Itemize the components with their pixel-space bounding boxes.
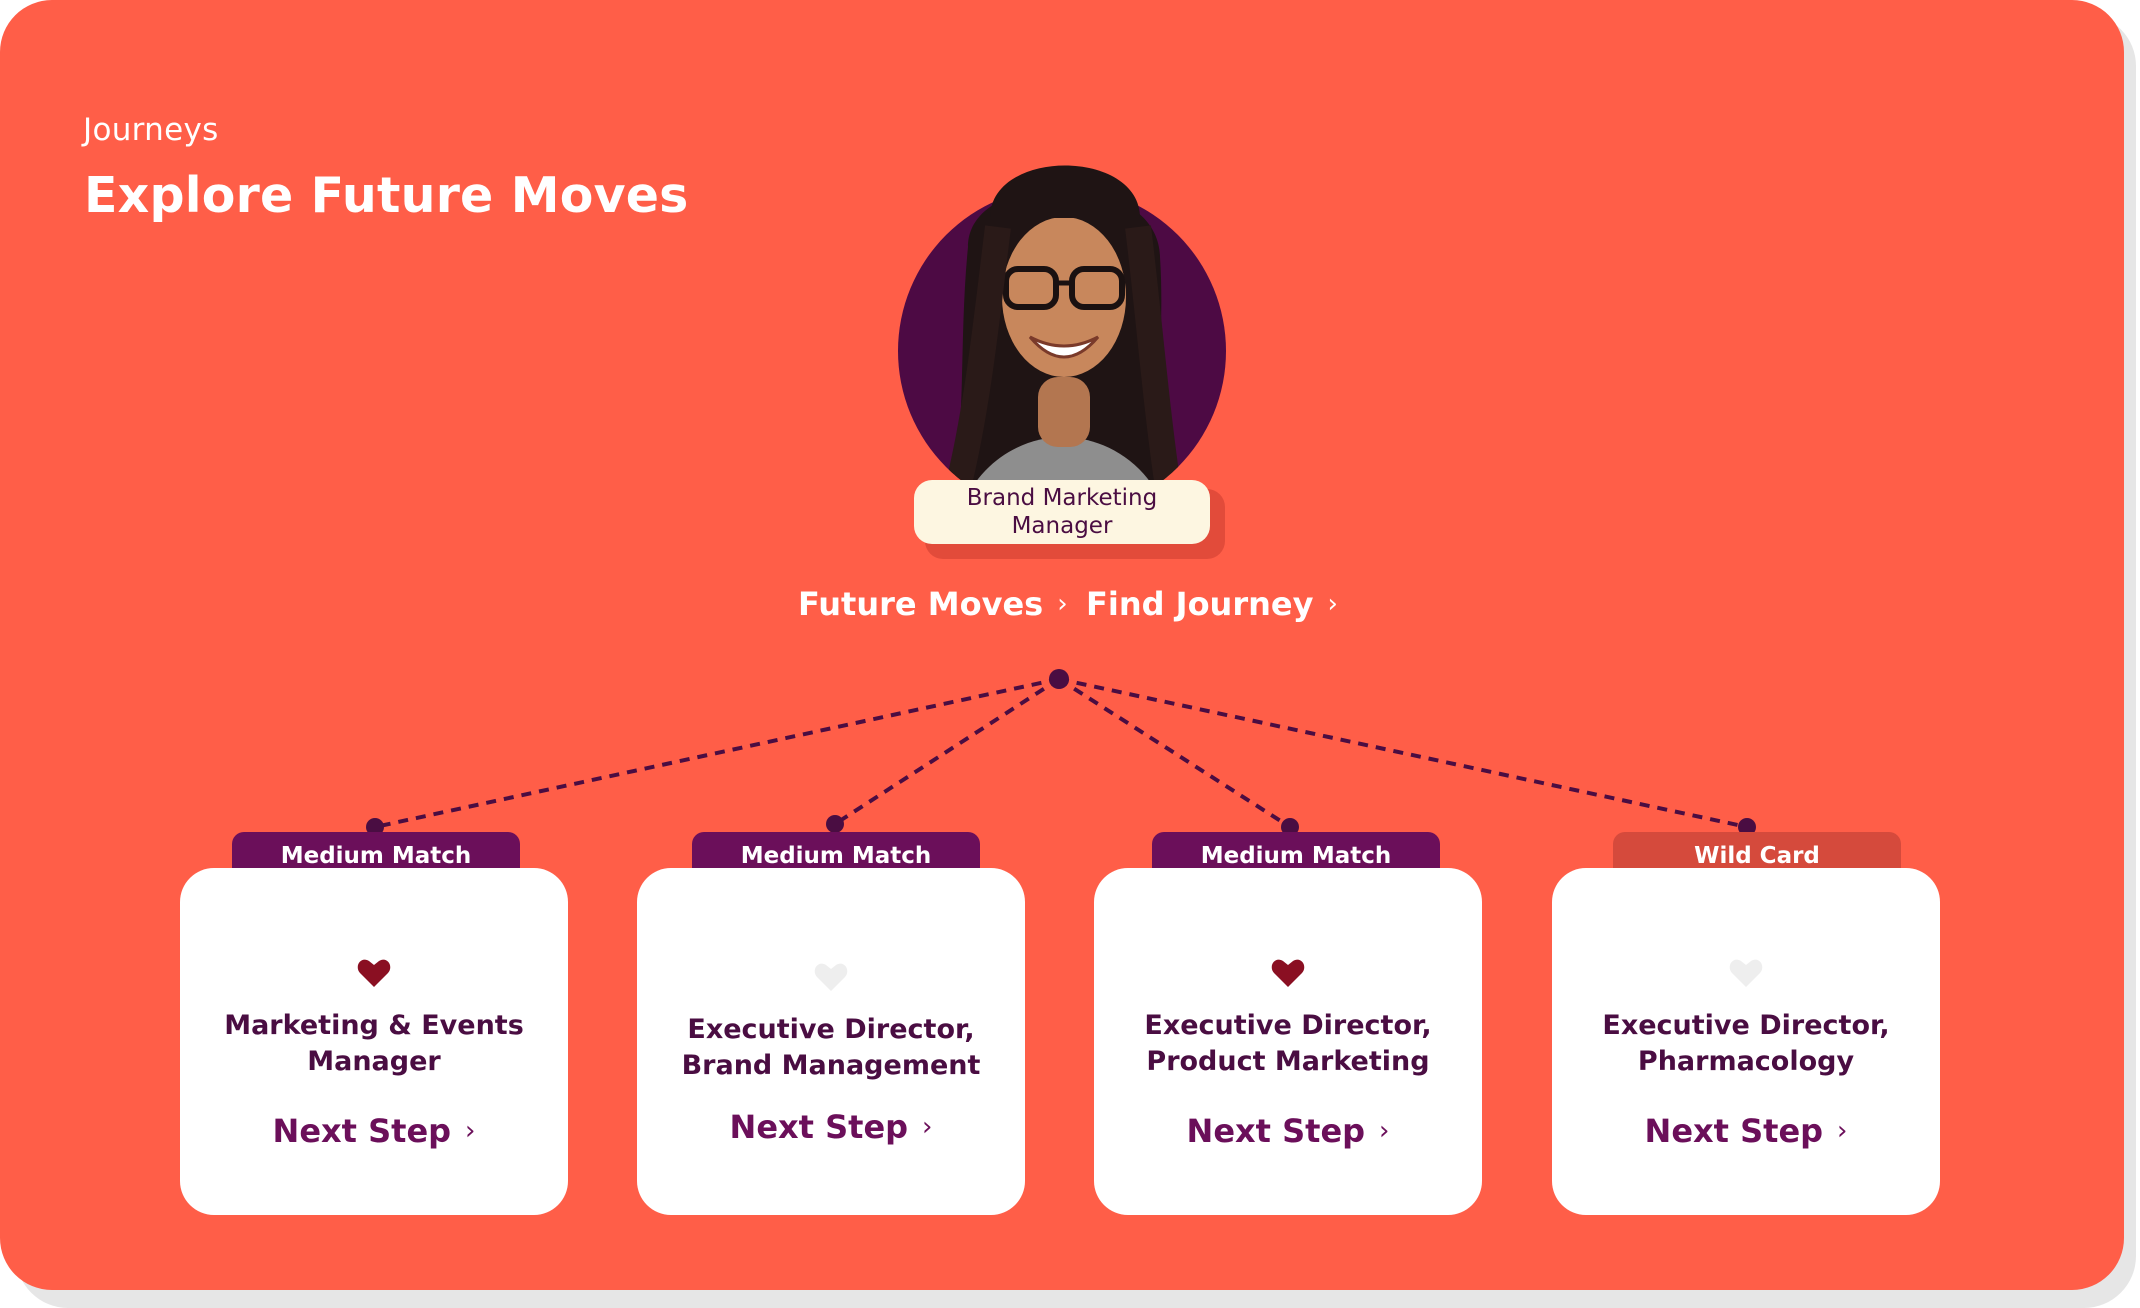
card-title: Executive Director, Pharmacology xyxy=(1552,1008,1940,1080)
card-title-line: Executive Director, xyxy=(1144,1010,1432,1041)
chevron-right-icon: › xyxy=(922,1112,933,1142)
heart-outline-icon[interactable] xyxy=(814,962,848,992)
chevron-right-icon: › xyxy=(1379,1116,1390,1146)
section-eyebrow: Journeys xyxy=(83,112,219,148)
current-role-chip: Brand Marketing Manager xyxy=(914,480,1210,544)
chevron-right-icon: › xyxy=(1057,589,1068,619)
card-title: Executive Director, Product Marketing xyxy=(1094,1008,1482,1080)
heart-outline-icon[interactable] xyxy=(1729,958,1763,988)
next-step-label: Next Step xyxy=(729,1108,909,1146)
page-title: Explore Future Moves xyxy=(84,167,689,224)
next-step-link[interactable]: Next Step › xyxy=(1094,1112,1482,1150)
career-card[interactable]: Executive Director, Pharmacology Next St… xyxy=(1552,868,1940,1215)
chevron-right-icon: › xyxy=(1327,589,1338,619)
career-card[interactable]: Marketing & Events Manager Next Step › xyxy=(180,868,568,1215)
find-journey-label: Find Journey xyxy=(1086,585,1314,623)
chevron-right-icon: › xyxy=(465,1116,476,1146)
next-step-link[interactable]: Next Step › xyxy=(637,1108,1025,1146)
career-card[interactable]: Executive Director, Product Marketing Ne… xyxy=(1094,868,1482,1215)
next-step-link[interactable]: Next Step › xyxy=(180,1112,568,1150)
card-title-line: Pharmacology xyxy=(1637,1046,1855,1077)
future-moves-link[interactable]: Future Moves › xyxy=(798,585,1068,623)
career-card[interactable]: Executive Director, Brand Management Nex… xyxy=(637,868,1025,1215)
avatar-hair-overflow-icon xyxy=(990,165,1140,218)
chevron-right-icon: › xyxy=(1837,1116,1848,1146)
avatar-portrait-icon xyxy=(945,188,1181,515)
next-step-label: Next Step xyxy=(1644,1112,1824,1150)
next-step-label: Next Step xyxy=(272,1112,452,1150)
next-step-link[interactable]: Next Step › xyxy=(1552,1112,1940,1150)
heart-icon[interactable] xyxy=(357,958,391,988)
card-title-line: Manager xyxy=(307,1046,441,1077)
card-title-line: Executive Director, xyxy=(1602,1010,1890,1041)
find-journey-link[interactable]: Find Journey › xyxy=(1086,585,1338,623)
future-moves-label: Future Moves xyxy=(798,585,1044,623)
next-step-label: Next Step xyxy=(1186,1112,1366,1150)
card-title: Marketing & Events Manager xyxy=(180,1008,568,1080)
card-title-line: Product Marketing xyxy=(1146,1046,1430,1077)
profile-avatar xyxy=(898,187,1226,515)
card-title: Executive Director, Brand Management xyxy=(637,1012,1025,1084)
heart-icon[interactable] xyxy=(1271,958,1305,988)
card-title-line: Marketing & Events xyxy=(224,1010,524,1041)
card-title-line: Brand Management xyxy=(681,1050,981,1081)
card-title-line: Executive Director, xyxy=(687,1014,975,1045)
